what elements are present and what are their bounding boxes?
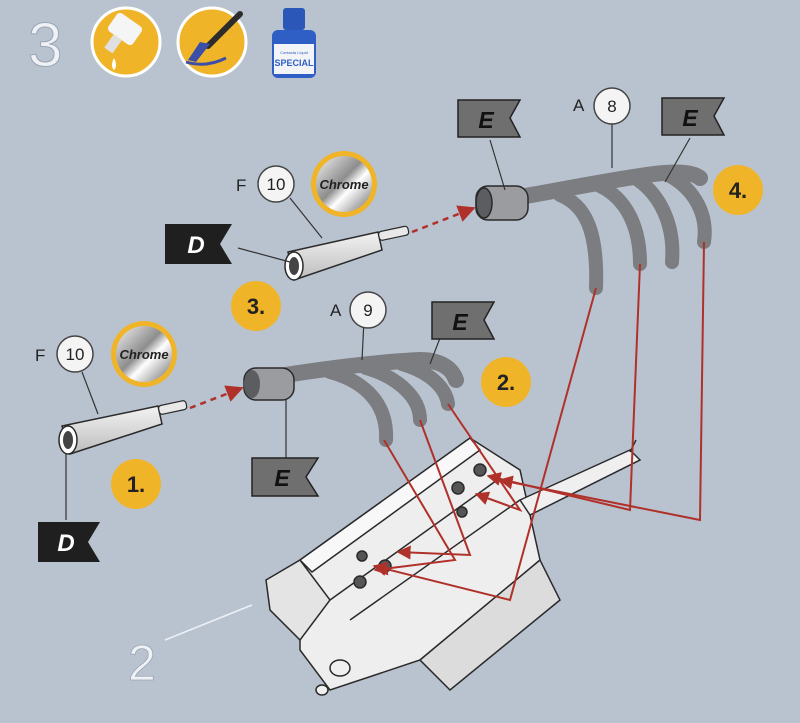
sprue-letter: F <box>35 346 45 365</box>
part-number: 10 <box>267 175 286 194</box>
contacta-liquid-special-bottle-icon: Contacta Liquid SPECIAL <box>272 8 316 78</box>
step-number: 3 <box>28 11 62 80</box>
glue-bottle-icon <box>90 6 162 78</box>
step-badge-4: 4. <box>713 165 763 215</box>
step-badge-1: 1. <box>111 459 161 509</box>
sprue-letter: A <box>573 96 585 115</box>
flag-e-bottom: E <box>251 457 320 497</box>
paintbrush-icon <box>176 6 248 78</box>
flag-label: E <box>478 107 494 133</box>
chrome-finish-badge-left: Chrome <box>111 321 177 387</box>
flag-e-top-left: E <box>457 99 522 138</box>
step-label: 4. <box>729 178 747 203</box>
sprue-letter: F <box>236 176 246 195</box>
exhaust-manifold-a9 <box>243 351 464 447</box>
finish-label: Chrome <box>319 177 368 192</box>
tailpipe-f10-top <box>284 225 410 281</box>
flag-label: E <box>274 465 290 491</box>
part-number: 9 <box>363 301 372 320</box>
chrome-finish-badge-top: Chrome <box>311 151 377 217</box>
part-callout-a8: A 8 <box>573 87 631 125</box>
step-badge-2: 2. <box>481 357 531 407</box>
flag-d-top: D <box>165 224 232 264</box>
assembly-label: 2 <box>128 635 156 691</box>
step-label: 1. <box>127 472 145 497</box>
finish-label: Chrome <box>119 347 168 362</box>
part-callout-f10-top: F 10 <box>236 165 295 203</box>
flag-e-mid: E <box>431 301 496 340</box>
flag-d-bottom: D <box>38 522 100 562</box>
part-number: 10 <box>66 345 85 364</box>
step-label: 2. <box>497 370 515 395</box>
part-number: 8 <box>607 97 616 116</box>
assembly-arrow-top <box>411 205 476 234</box>
bottle-sublabel: Contacta Liquid <box>280 50 308 55</box>
part-callout-f10-left: F 10 <box>35 335 94 373</box>
flag-label: D <box>57 530 74 557</box>
flag-label: D <box>187 232 204 259</box>
flag-label: E <box>682 105 698 131</box>
step-badge-3: 3. <box>231 281 281 331</box>
exhaust-manifold-a8 <box>475 164 712 295</box>
bottle-label: SPECIAL <box>274 58 314 68</box>
step-label: 3. <box>247 294 265 319</box>
tailpipe-f10-left <box>58 400 188 455</box>
engine-block <box>265 436 642 696</box>
sprue-letter: A <box>330 301 342 320</box>
part-callout-a9: A 9 <box>330 291 387 329</box>
flag-label: E <box>452 309 468 335</box>
assembly-guide-lines <box>372 241 705 602</box>
flag-e-top-right: E <box>661 97 726 136</box>
assembly-arrow-bottom <box>189 385 244 410</box>
